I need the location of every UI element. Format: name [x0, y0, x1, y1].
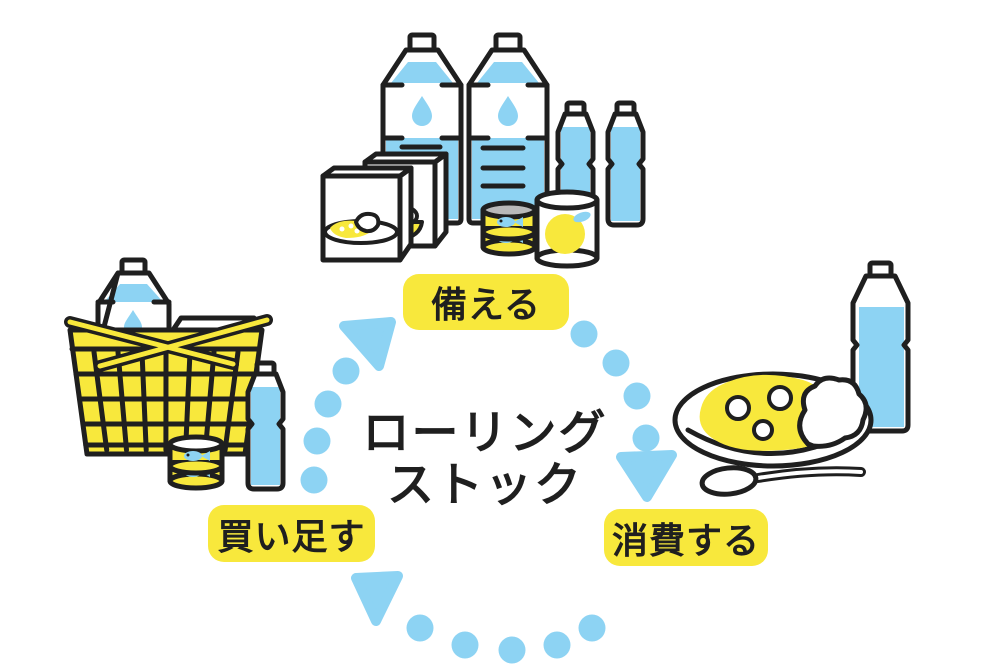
- cycle-dot: [543, 631, 571, 659]
- shopping-basket-icon: [64, 314, 273, 457]
- cycle-dot: [300, 466, 328, 494]
- cycle-dot: [623, 382, 651, 410]
- cycle-dot: [570, 320, 598, 348]
- step-label-consume: 消費する: [604, 509, 768, 566]
- diagram-title: ローリング ストック: [285, 408, 685, 512]
- cycle-dot: [332, 357, 360, 385]
- canned-fish-stack-icon: [480, 200, 538, 257]
- cycle-arrowhead-icon: [339, 317, 396, 371]
- diagram-title-line2: ストック: [387, 458, 583, 513]
- cycle-dot: [498, 636, 526, 664]
- water-bottle-500ml-icon: [245, 360, 286, 492]
- cycle-dot: [578, 614, 606, 642]
- stockpile-illustration: [320, 26, 652, 269]
- meal-illustration: [672, 260, 911, 497]
- cycle-dot: [314, 390, 342, 418]
- step-label-buy-more: 買い足す: [208, 505, 375, 562]
- shopping-basket-illustration: [64, 257, 286, 492]
- water-bottle-2l-icon: [469, 35, 547, 223]
- cycle-dot: [602, 349, 630, 377]
- step-label-prepare: 備える: [403, 274, 569, 330]
- canned-fruit-icon: [534, 189, 600, 269]
- curry-rice-plate-icon: [672, 371, 874, 469]
- cycle-arrowhead-icon: [616, 450, 677, 502]
- retort-food-box-icon: [320, 165, 414, 263]
- cycle-dot: [303, 427, 331, 455]
- water-bottle-500ml-icon: [608, 103, 643, 225]
- diagram-title-line1: ローリング: [362, 406, 608, 461]
- cycle-arrowhead-icon: [351, 571, 403, 626]
- cycle-dot: [451, 631, 479, 659]
- spoon-icon: [699, 465, 866, 497]
- canned-fish-stack-icon: [167, 434, 225, 491]
- cycle-dot: [406, 614, 434, 642]
- cycle-dot: [632, 424, 660, 452]
